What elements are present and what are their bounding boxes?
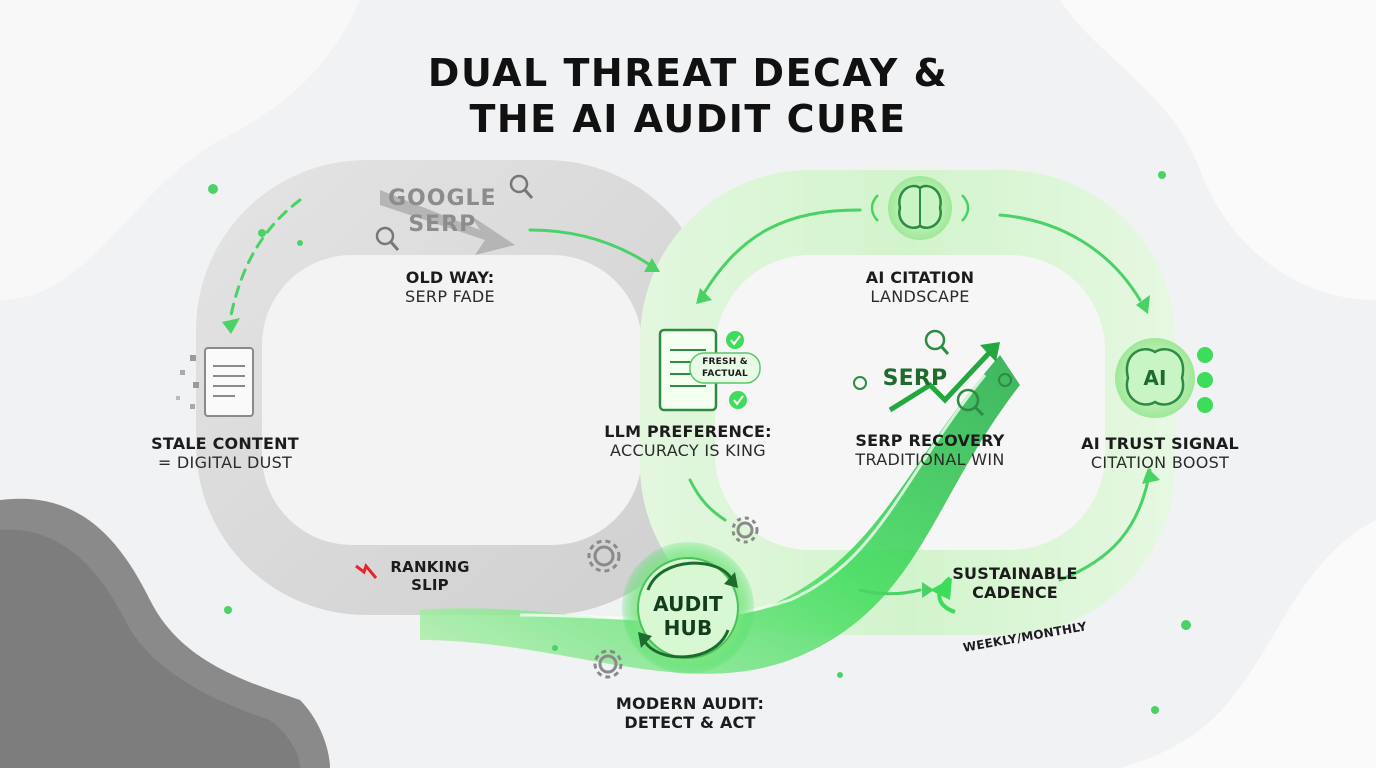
magnifier-icon-left xyxy=(375,226,395,246)
checked-document-icon xyxy=(658,328,761,412)
google-serp-line-1: GOOGLE xyxy=(388,186,497,211)
serp-fade-arrow xyxy=(380,190,515,255)
title-line-2: THE AI AUDIT CURE xyxy=(469,97,907,141)
llm-preference-title: LLM PREFERENCE: xyxy=(604,422,772,441)
brain-icon xyxy=(870,176,970,240)
flow-arrows xyxy=(228,198,1152,596)
green-energy-wave xyxy=(420,355,1020,674)
fresh-factual-line-2: FACTUAL xyxy=(702,369,748,379)
modern-audit-label: MODERN AUDIT: DETECT & ACT xyxy=(600,694,780,732)
sustainable-cadence-label: SUSTAINABLE CADENCE xyxy=(945,564,1085,602)
sustainable-line-2: CADENCE xyxy=(972,583,1058,603)
ranking-slip-line-2: SLIP xyxy=(411,576,449,594)
ai-citation-title: AI CITATION xyxy=(865,268,975,287)
page-title: DUAL THREAT DECAY & THE AI AUDIT CURE xyxy=(0,50,1376,142)
serp-recovery-title: SERP RECOVERY xyxy=(855,431,1005,450)
audit-hub-line-2: HUB xyxy=(663,616,713,640)
gear-icons xyxy=(587,516,759,679)
ranking-slip-label: RANKING SLIP xyxy=(380,558,480,594)
modern-audit-subtitle: DETECT & ACT xyxy=(624,713,756,733)
sustainable-line-1: SUSTAINABLE xyxy=(952,564,1078,583)
ai-trust-label: AI TRUST SIGNAL CITATION BOOST xyxy=(1075,434,1245,472)
title-line-1: DUAL THREAT DECAY & xyxy=(427,51,949,95)
serp-recovery-subtitle: TRADITIONAL WIN xyxy=(855,450,1005,470)
background-blob-top-left xyxy=(0,0,360,300)
green-energy-wave-highlight xyxy=(519,374,987,621)
fresh-factual-line-1: FRESH & xyxy=(702,357,748,367)
magnifier-icon-top xyxy=(509,174,529,194)
stale-content-title: STALE CONTENT xyxy=(151,434,299,453)
serp-recovery-badge: SERP xyxy=(870,366,960,392)
modern-audit-title: MODERN AUDIT: xyxy=(615,694,765,713)
llm-preference-label: LLM PREFERENCE: ACCURACY IS KING xyxy=(598,422,778,460)
serp-recovery-badge-text: SERP xyxy=(882,366,948,391)
old-way-subtitle: SERP FADE xyxy=(405,287,495,307)
left-loop-inner xyxy=(262,255,642,545)
old-way-label: OLD WAY: SERP FADE xyxy=(380,268,520,306)
ranking-slip-line-1: RANKING xyxy=(390,558,470,576)
ai-brain-check-icon xyxy=(1115,338,1213,418)
dissolving-document-icon xyxy=(176,347,254,417)
arrowheads xyxy=(222,258,1160,598)
ai-trust-badge: AI xyxy=(1130,366,1180,390)
ai-trust-subtitle: CITATION BOOST xyxy=(1090,453,1230,473)
refresh-cycle-icon xyxy=(646,561,734,591)
dark-decorative-shape-inner xyxy=(0,529,300,768)
ai-citation-label: AI CITATION LANDSCAPE xyxy=(850,268,990,306)
serp-recovery-label: SERP RECOVERY TRADITIONAL WIN xyxy=(840,431,1020,469)
decorative-dots xyxy=(208,171,1191,714)
ai-trust-title: AI TRUST SIGNAL xyxy=(1081,434,1239,453)
stale-content-label: STALE CONTENT = DIGITAL DUST xyxy=(140,434,310,472)
right-loop-inner xyxy=(715,255,1105,550)
ai-citation-subtitle: LANDSCAPE xyxy=(870,287,970,307)
google-serp-badge: GOOGLE SERP xyxy=(388,186,497,239)
audit-hub-label: AUDIT HUB xyxy=(638,592,738,640)
llm-preference-subtitle: ACCURACY IS KING xyxy=(610,441,766,461)
red-zigzag-down-arrow-icon xyxy=(355,562,378,579)
old-way-title: OLD WAY: xyxy=(405,268,495,287)
google-serp-line-2: SERP xyxy=(408,212,477,238)
rising-arrow-icon xyxy=(853,329,1012,417)
stale-content-subtitle: = DIGITAL DUST xyxy=(157,453,293,473)
background-blob-top-right xyxy=(1060,0,1376,300)
fresh-factual-badge: FRESH & FACTUAL xyxy=(690,356,760,380)
ai-trust-badge-text: AI xyxy=(1143,366,1167,390)
background-blob-bottom-right xyxy=(1120,520,1376,768)
audit-hub-line-1: AUDIT xyxy=(653,592,723,616)
